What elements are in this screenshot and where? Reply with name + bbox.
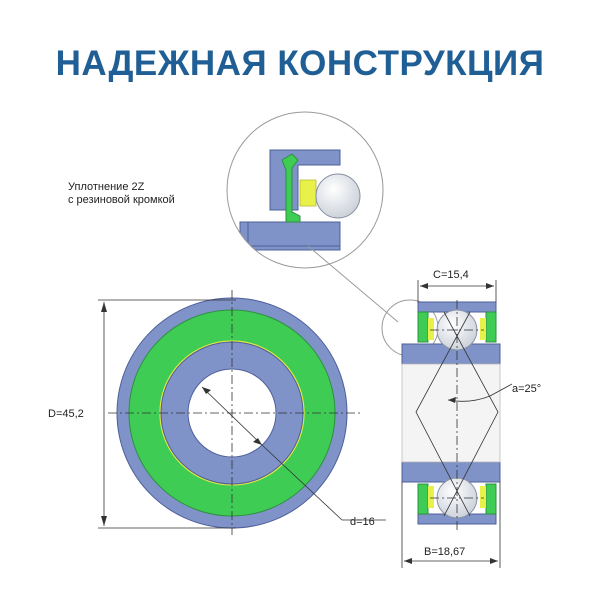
width-b-label: B=18,67: [424, 546, 465, 558]
zoom-rubber-seal: [281, 153, 301, 223]
zoom-ball: [315, 173, 361, 219]
seal-label-line2: с резиновой кромкой: [68, 194, 175, 206]
bearing-cross-section: [401, 300, 513, 530]
bearing-front-view: [108, 290, 386, 535]
width-c-label: C=15,4: [433, 269, 469, 281]
inner-diameter-label: d=16: [350, 516, 375, 528]
zoom-inner-ring: [247, 221, 341, 247]
outer-diameter-dimension: [98, 299, 236, 529]
outer-diameter-label: D=45,2: [48, 408, 84, 420]
width-b-dimension: [401, 482, 501, 568]
width-c-dimension: [417, 280, 497, 302]
seal-label-line1: Уплотнение 2Z: [68, 181, 145, 193]
seal-detail-zoom: [226, 111, 384, 269]
zoom-leader-line: [307, 245, 399, 323]
page-title: НАДЕЖНАЯ КОНСТРУКЦИЯ: [55, 44, 545, 83]
contact-angle-label: a=25°: [512, 383, 541, 395]
bore-diameter-line: [201, 386, 263, 446]
